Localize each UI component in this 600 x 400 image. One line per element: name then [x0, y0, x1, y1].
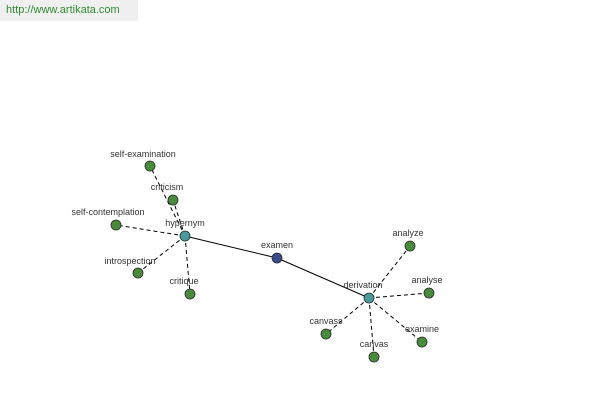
node-dot-analyze[interactable] — [404, 240, 416, 252]
node-dot-canvas[interactable] — [368, 351, 380, 363]
node-dot-canvass[interactable] — [320, 328, 332, 340]
node-label-examine[interactable]: examine — [405, 324, 439, 334]
node-introspection[interactable]: introspection — [104, 256, 156, 279]
edge-hypernym-introspection — [137, 235, 186, 274]
node-label-self-contemplation[interactable]: self-contemplation — [71, 207, 144, 217]
edge-derivation-canvass — [325, 297, 370, 335]
edge-examen-derivation — [276, 257, 370, 299]
node-label-derivation[interactable]: derivation — [343, 280, 382, 290]
edge-derivation-analyse — [368, 292, 430, 299]
node-dot-critique[interactable] — [184, 288, 196, 300]
node-dot-criticism[interactable] — [167, 194, 179, 206]
edge-derivation-canvas — [368, 297, 375, 358]
node-dot-derivation[interactable] — [363, 292, 375, 304]
node-examine[interactable]: examine — [405, 324, 439, 348]
node-analyse[interactable]: analyse — [411, 275, 443, 299]
node-dot-self-contemplation[interactable] — [110, 219, 122, 231]
node-dot-self-examination[interactable] — [144, 160, 156, 172]
node-canvas[interactable]: canvas — [360, 339, 389, 363]
node-dot-hypernym[interactable] — [179, 230, 191, 242]
node-analyze[interactable]: analyze — [392, 228, 424, 252]
edge-hypernym-criticism — [172, 199, 186, 237]
node-label-analyse[interactable]: analyse — [411, 275, 442, 285]
node-self-contemplation[interactable]: self-contemplation — [71, 207, 145, 231]
node-label-introspection[interactable]: introspection — [104, 256, 155, 266]
node-dot-introspection[interactable] — [132, 267, 144, 279]
graph-edges — [115, 165, 430, 358]
edge-hypernym-self-contemplation — [115, 224, 186, 237]
node-dot-examen[interactable] — [271, 252, 283, 264]
node-label-analyze[interactable]: analyze — [392, 228, 423, 238]
node-label-canvass[interactable]: canvass — [309, 316, 343, 326]
node-label-self-examination[interactable]: self-examination — [110, 149, 176, 159]
node-dot-examine[interactable] — [416, 336, 428, 348]
edge-hypernym-critique — [184, 235, 191, 295]
node-self-examination[interactable]: self-examination — [110, 149, 176, 172]
edge-examen-hypernym — [184, 235, 278, 259]
site-url[interactable]: http://www.artikata.com — [0, 0, 138, 21]
node-dot-analyse[interactable] — [423, 287, 435, 299]
node-derivation[interactable]: derivation — [343, 280, 383, 304]
edge-derivation-examine — [368, 297, 423, 343]
node-hypernym[interactable]: hypernym — [165, 218, 205, 242]
node-examen[interactable]: examen — [261, 240, 293, 264]
node-criticism[interactable]: criticism — [151, 182, 184, 206]
node-label-hypernym[interactable]: hypernym — [165, 218, 205, 228]
node-canvass[interactable]: canvass — [309, 316, 343, 340]
node-critique[interactable]: critique — [169, 276, 199, 300]
node-label-criticism[interactable]: criticism — [151, 182, 184, 192]
node-label-critique[interactable]: critique — [169, 276, 198, 286]
graph-nodes: self-examination criticism self-contemplat… — [71, 149, 443, 363]
node-label-examen[interactable]: examen — [261, 240, 293, 250]
edge-derivation-analyze — [368, 245, 411, 299]
edge-hypernym-self-examination — [149, 165, 186, 237]
node-label-canvas[interactable]: canvas — [360, 339, 389, 349]
